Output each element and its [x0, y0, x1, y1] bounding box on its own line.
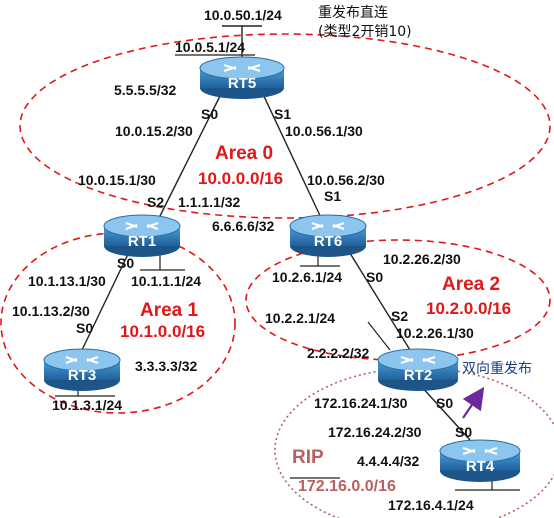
area0-network: 10.0.0.0/16 [198, 169, 283, 188]
area0-boundary [19, 33, 551, 219]
router-rt1[interactable]: RT1 [103, 214, 181, 257]
router-label-rt1: RT1 [128, 233, 156, 250]
redistribute-type-note: (类型2开销10) [318, 24, 412, 40]
router-rt2[interactable]: RT2 [377, 348, 459, 391]
rt2-s2-label: S2 [391, 308, 408, 324]
link-rt1-rt3 [81, 249, 131, 351]
redistribute-connected-note: 重发布直连 [318, 4, 388, 21]
rt4-s0-label: S0 [455, 424, 472, 440]
router-rt6[interactable]: RT6 [289, 214, 367, 257]
rt2-s0-label: S0 [436, 395, 453, 411]
area1-name: Area 1 [140, 300, 199, 321]
area0-name: Area 0 [215, 143, 273, 164]
link-rt5-rt1 [156, 91, 223, 223]
rt5-ext-address: 10.0.50.1/24 [204, 7, 282, 23]
rt1-s0-address: 10.1.13.1/30 [28, 273, 106, 289]
rt5-loopback: 5.5.5.5/32 [114, 82, 176, 98]
rt4-loopback: 4.4.4.4/32 [357, 453, 419, 469]
rt5-s1-label: S1 [274, 106, 291, 122]
rt1-lan-address: 10.1.1.1/24 [131, 273, 201, 289]
rt2-lan-address: 10.2.2.1/24 [265, 310, 335, 326]
rip-name: RIP [292, 447, 324, 468]
link-rt6-rt2 [347, 249, 411, 351]
rt2-lan-segment [367, 321, 391, 351]
rt3-loopback: 3.3.3.3/32 [135, 358, 197, 374]
rt4-lan-address: 172.16.4.1/24 [388, 497, 474, 513]
rt5-s0-label: S0 [201, 106, 218, 122]
router-rt4[interactable]: RT4 [439, 439, 521, 482]
rt1-s2-address: 10.0.15.1/30 [78, 172, 156, 188]
rt6-s1-label: S1 [324, 188, 341, 204]
rt3-s0-label: S0 [76, 320, 93, 336]
rip-network: 172.16.0.0/16 [298, 478, 396, 495]
area2-network: 10.2.0.0/16 [426, 299, 511, 318]
router-rt5[interactable]: RT5 [199, 56, 285, 99]
rt1-s2-label: S2 [147, 194, 164, 210]
rt6-loopback: 6.6.6.6/32 [212, 218, 274, 234]
rt6-s1-address: 10.0.56.2/30 [307, 172, 385, 188]
area1-boundary [0, 232, 236, 414]
area2-name: Area 2 [442, 274, 500, 295]
rt1-loopback: 1.1.1.1/32 [178, 194, 240, 210]
rt2-s0-address: 172.16.24.1/30 [314, 395, 408, 411]
link-rt2-rt4 [419, 384, 471, 441]
rt3-s0-address: 10.1.13.2/30 [12, 303, 90, 319]
rt5-lan-address: 10.0.5.1/24 [175, 39, 245, 55]
rt1-s0-label: S0 [117, 255, 134, 271]
rt6-s0-address: 10.2.26.2/30 [383, 251, 461, 267]
area1-network: 10.1.0.0/16 [120, 322, 205, 341]
rt2-s2-address: 10.2.26.1/30 [396, 325, 474, 341]
router-label-rt2: RT2 [404, 367, 432, 384]
rt5-s1-address: 10.0.56.1/30 [285, 123, 363, 139]
bidirectional-redistribution-note: 双向重发布 [462, 361, 532, 377]
rt6-s0-label: S0 [366, 269, 383, 285]
link-rt5-rt6 [261, 91, 324, 223]
router-label-rt5: RT5 [228, 75, 256, 92]
rt3-lan-address: 10.1.3.1/24 [52, 397, 122, 413]
router-label-rt3: RT3 [68, 367, 96, 384]
rt6-lan-address: 10.2.6.1/24 [272, 269, 342, 285]
router-label-rt6: RT6 [314, 233, 342, 250]
rt2-loopback: 2.2.2.2/32 [307, 345, 369, 361]
redistribute-arrow [462, 386, 485, 419]
rt4-s0-address: 172.16.24.2/30 [328, 424, 422, 440]
rt5-s0-address: 10.0.15.2/30 [115, 123, 193, 139]
router-label-rt4: RT4 [466, 458, 495, 475]
router-rt3[interactable]: RT3 [43, 348, 121, 391]
